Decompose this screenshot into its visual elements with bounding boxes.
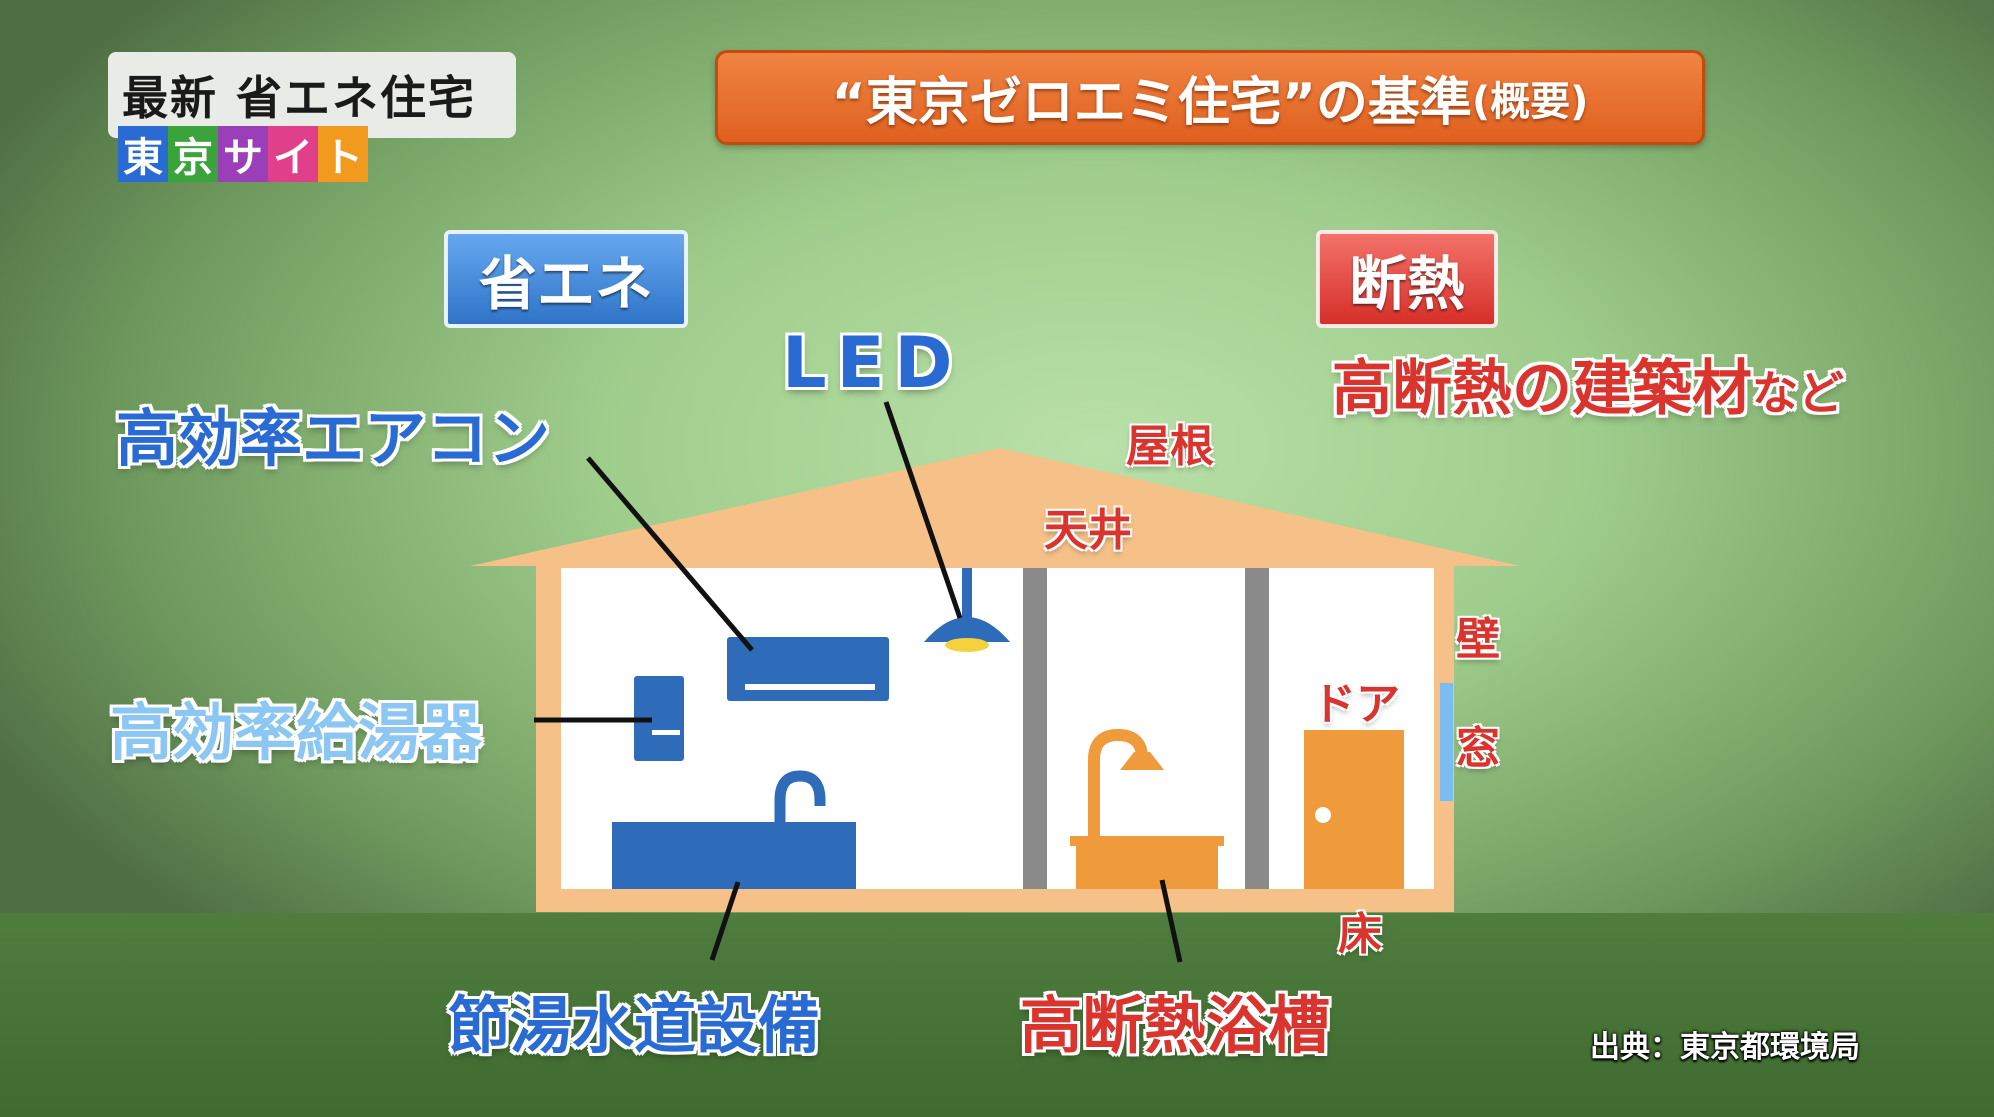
logo-block-3: サ (218, 126, 268, 182)
sink-faucet (774, 770, 826, 825)
source-credit: 出典：東京都環境局 (1590, 1030, 1860, 1065)
label-bathtub: 高断熱浴槽 (1020, 989, 1331, 1062)
ground (0, 913, 1994, 1117)
shower-head (1120, 752, 1164, 770)
insulation-description: 高断熱の建築材など (1332, 340, 1844, 427)
shower-pipe (1088, 728, 1148, 840)
label-water-heater: 高効率給湯器 (110, 696, 483, 769)
partition-left (1023, 568, 1047, 889)
label-door: ドア (1312, 679, 1400, 730)
leader-led (883, 401, 963, 619)
logo-block-1: 東 (118, 126, 168, 182)
label-water-fixtures: 節湯水道設備 (448, 989, 821, 1062)
badge-insulation: 断熱 (1316, 230, 1498, 328)
logo-block-4: イ (268, 126, 318, 182)
logo-block-2: 京 (168, 126, 218, 182)
page-title-sub: (概要) (1471, 78, 1589, 125)
insulation-description-main: 高断熱の建築材 (1332, 354, 1752, 424)
label-aircon: 高効率エアコン (116, 402, 551, 475)
roof (470, 448, 1520, 566)
label-window: 窓 (1456, 723, 1500, 774)
label-ceiling: 天井 (1044, 505, 1132, 556)
led-lamp-shade (924, 617, 1010, 642)
program-logo-title: 最新 省エネ住宅 (108, 52, 516, 138)
water-heater (634, 676, 684, 761)
label-floor: 床 (1338, 909, 1382, 960)
label-wall: 壁 (1456, 614, 1500, 665)
led-lamp-bulb (945, 638, 989, 652)
leader-sink (709, 881, 741, 961)
air-conditioner-vent (745, 684, 875, 690)
program-logo-blocks: 東 京 サ イ ト (118, 126, 368, 182)
bathtub (1076, 839, 1218, 889)
insulation-description-suffix: など (1752, 366, 1844, 420)
label-led: LED (782, 322, 963, 404)
partition-right (1245, 568, 1269, 889)
logo-block-5: ト (318, 126, 368, 182)
led-lamp-cord (962, 568, 972, 620)
page-title-main: “東京ゼロエミ住宅”の基準 (831, 73, 1472, 133)
door-knob (1315, 807, 1331, 823)
leader-aircon (586, 456, 754, 652)
badge-energy-saving: 省エネ (444, 230, 688, 328)
window (1440, 683, 1453, 801)
bathtub-rim (1070, 836, 1224, 846)
page-title: “東京ゼロエミ住宅”の基準(概要) (715, 50, 1705, 145)
label-roof: 屋根 (1126, 421, 1214, 472)
water-heater-panel (652, 730, 680, 735)
leader-bathtub (1159, 879, 1183, 963)
kitchen-sink (612, 822, 856, 889)
